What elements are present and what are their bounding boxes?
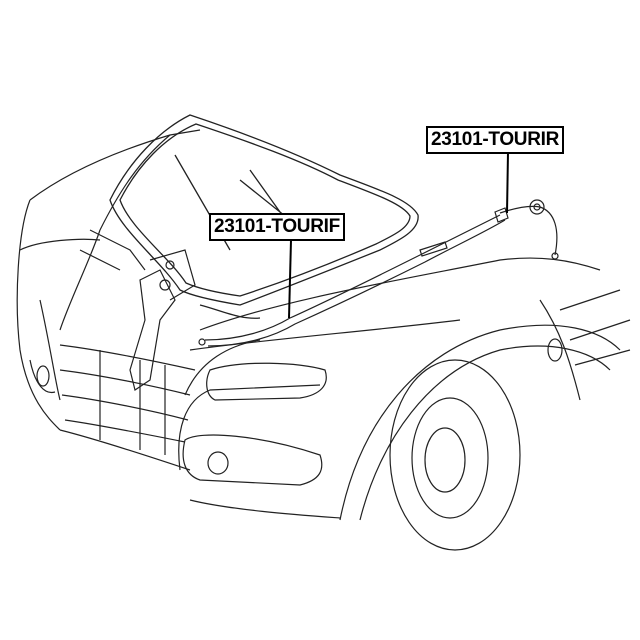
- windshield-frame: [109, 114, 419, 319]
- car-body: [16, 129, 631, 551]
- hood-release-cables: [198, 199, 559, 347]
- leader-line-front: [288, 239, 292, 319]
- part-number-label-rear: 23101-TOURIR: [426, 126, 565, 154]
- leader-line-rear: [506, 151, 509, 214]
- hood-latch-mechanism: [79, 229, 196, 391]
- part-number-label-front: 23101-TOURIF: [209, 213, 345, 241]
